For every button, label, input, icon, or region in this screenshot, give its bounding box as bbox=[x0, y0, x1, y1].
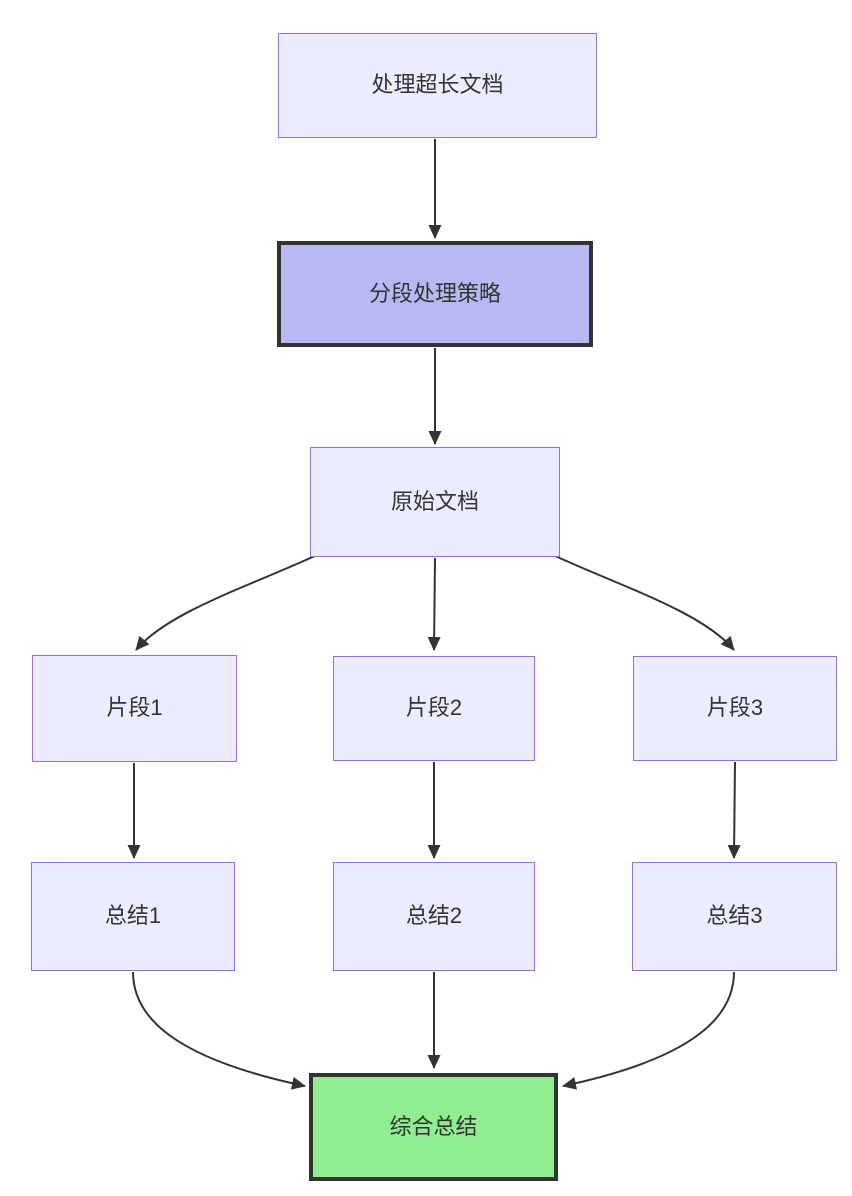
node-fragment-1: 片段1 bbox=[32, 655, 237, 762]
edge-original-document-to-fragment-3 bbox=[552, 554, 735, 651]
node-original-document: 原始文档 bbox=[310, 447, 560, 557]
node-summary-2-label: 总结2 bbox=[405, 903, 463, 929]
node-fragment-1-label: 片段1 bbox=[106, 695, 163, 721]
edge-fragment-3-to-summary-3 bbox=[727, 761, 741, 859]
node-summary-2: 总结2 bbox=[333, 862, 535, 971]
node-segmentation-strategy: 分段处理策略 bbox=[277, 241, 593, 347]
node-summary-1: 总结1 bbox=[31, 862, 235, 971]
node-process-long-doc: 处理超长文档 bbox=[278, 33, 597, 138]
node-fragment-3: 片段3 bbox=[633, 656, 837, 761]
edge-summary-3-to-final-summary bbox=[562, 971, 735, 1090]
node-summary-3-label: 总结3 bbox=[706, 903, 763, 929]
node-fragment-2-label: 片段2 bbox=[405, 695, 463, 721]
node-segmentation-strategy-label: 分段处理策略 bbox=[368, 280, 501, 306]
node-final-summary-label: 综合总结 bbox=[389, 1113, 478, 1139]
edge-original-document-to-fragment-1 bbox=[135, 554, 318, 651]
edge-original-document-to-fragment-2 bbox=[427, 557, 441, 651]
node-fragment-2: 片段2 bbox=[333, 656, 535, 761]
edge-summary-1-to-final-summary bbox=[132, 971, 306, 1090]
node-fragment-3-label: 片段3 bbox=[706, 695, 764, 721]
node-summary-1-label: 总结1 bbox=[104, 903, 162, 929]
node-original-document-label: 原始文档 bbox=[390, 488, 479, 514]
node-summary-3: 总结3 bbox=[632, 862, 837, 971]
node-final-summary: 综合总结 bbox=[309, 1073, 558, 1181]
node-process-long-doc-label: 处理超长文档 bbox=[371, 72, 504, 98]
